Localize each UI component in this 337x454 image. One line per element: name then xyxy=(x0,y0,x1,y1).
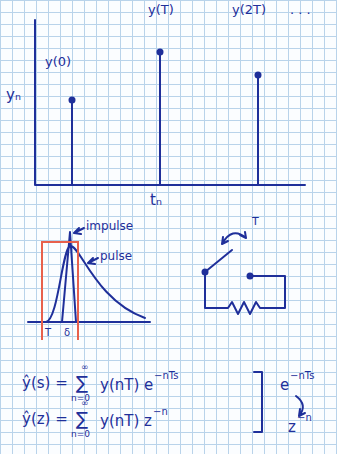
exponent: −nTs xyxy=(154,371,178,381)
switch-contact xyxy=(202,269,209,276)
sum-limit: ∞ xyxy=(81,363,89,372)
exponent: −nTs xyxy=(290,371,314,381)
sample-dot xyxy=(69,97,76,104)
stem xyxy=(71,100,73,185)
leader-arrow xyxy=(88,258,98,264)
resistor-circuit xyxy=(205,272,285,314)
stem xyxy=(257,75,259,185)
equation-text: z xyxy=(288,420,296,435)
leader-arrow xyxy=(74,228,84,234)
bracket xyxy=(254,372,262,432)
sum-limit: ∞ xyxy=(81,399,89,408)
pulse-label: pulse xyxy=(100,250,132,262)
plot-axes xyxy=(35,20,305,185)
sample-label: y(0) xyxy=(45,55,71,68)
sample-label: y(T) xyxy=(148,3,174,16)
switch-motion-arrow xyxy=(222,232,246,244)
pulse-label: impulse xyxy=(86,220,133,232)
period-label: T xyxy=(252,216,259,227)
pulse-curve xyxy=(46,246,145,322)
equation-text: ŷ(s) = xyxy=(22,376,68,391)
sample-label: y(2T) xyxy=(232,3,266,16)
axis-label: tₙ xyxy=(150,193,162,208)
width-label: δ xyxy=(64,328,70,338)
sample-dot xyxy=(157,49,164,56)
stem xyxy=(159,52,161,185)
equation-text: e xyxy=(280,378,289,393)
equation-text: y(nT) z xyxy=(100,414,152,429)
sum-limit: n=0 xyxy=(71,430,90,439)
ellipsis: . . . xyxy=(290,3,311,16)
pulse-window xyxy=(42,242,78,340)
switch-contact xyxy=(247,273,254,280)
switch-arm xyxy=(205,250,232,272)
equation-text: y(nT) e xyxy=(100,378,153,393)
sample-dot xyxy=(255,72,262,79)
width-label: T xyxy=(45,328,51,338)
equation-text: ŷ(z) = xyxy=(22,412,68,427)
exponent: −n xyxy=(297,413,312,423)
exponent: −n xyxy=(153,407,168,417)
sum-sign: ∑ xyxy=(76,374,88,392)
axis-label: yₙ xyxy=(6,88,21,103)
sum-sign: ∑ xyxy=(76,410,88,428)
